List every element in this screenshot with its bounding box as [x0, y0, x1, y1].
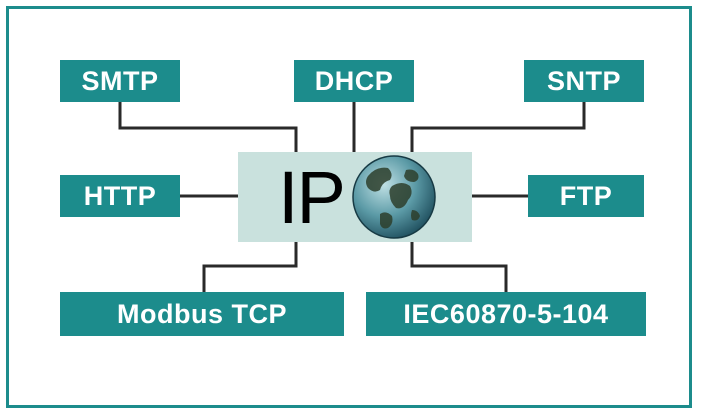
connector-sntp: [410, 102, 586, 152]
protocol-box-modbus-tcp: Modbus TCP: [60, 292, 344, 336]
ip-core-label: IP: [278, 155, 346, 239]
protocol-box-ftp: FTP: [528, 175, 644, 217]
protocol-box-sntp: SNTP: [524, 60, 644, 102]
protocol-box-http: HTTP: [60, 175, 180, 217]
connector-iec: [410, 242, 508, 292]
connector-smtp: [118, 102, 298, 152]
protocol-box-dhcp: DHCP: [294, 60, 414, 102]
protocol-box-iec60870-5-104: IEC60870-5-104: [366, 292, 646, 336]
protocol-box-smtp: SMTP: [60, 60, 180, 102]
connector-modbus: [202, 242, 298, 292]
